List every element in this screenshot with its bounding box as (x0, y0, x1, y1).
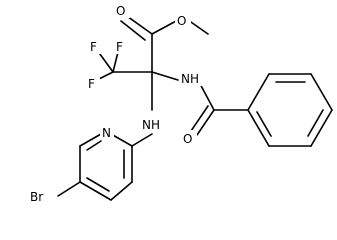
bond-ester-o-me-b (187, 19, 209, 35)
atom-o-amide: O (183, 132, 192, 146)
bond-phenyl-inner-b (307, 109, 324, 137)
atom-nh-amide: NH (181, 72, 199, 86)
bonds (57, 13, 333, 201)
bond-pyr-inner-c (86, 177, 110, 192)
bond-phenyl-1 (247, 73, 270, 111)
bond-phenyl-3 (310, 73, 333, 111)
bond-amide-carbonyl-double-b (190, 105, 209, 132)
bond-pyr-c2-n1 (110, 133, 133, 147)
bond-ester-o-me-a (151, 19, 179, 35)
bond-pyr-n1-c6 (79, 133, 102, 147)
atom-o-ester-carbonyl: O (116, 4, 125, 18)
bond-phenyl-inner-c (256, 111, 272, 137)
bond-quaternary-to-nh-amide (151, 71, 179, 81)
atom-f-top-right: F (116, 40, 123, 54)
bond-nh-amine-to-pyridine (131, 133, 153, 147)
molecule-svg: O O F F F NH O NH N Br (26, 2, 333, 204)
bond-pyr-inner-b (86, 140, 102, 151)
atom-f-top-left: F (90, 40, 97, 54)
atom-br: Br (30, 190, 43, 204)
bond-pyr-to-br (57, 181, 81, 197)
bond-phenyl-6 (247, 109, 270, 147)
bond-amide-carbonyl-double-a (196, 109, 215, 136)
bond-phenyl-4 (310, 109, 333, 147)
bond-pyr-c4-c3 (110, 181, 133, 201)
bond-ester-carbonyl-double (120, 20, 146, 41)
atom-nh-amine: NH (142, 118, 160, 132)
atom-n-pyridine: N (102, 126, 111, 140)
bond-pyr-c5-c4 (79, 181, 112, 201)
structure-diagram: O O F F F NH O NH N Br (26, 2, 333, 204)
bond-cf3-f-top-right (112, 51, 119, 73)
atom-o-ester-methoxy: O (177, 14, 186, 28)
atom-labels: O O F F F NH O NH N Br (26, 2, 203, 204)
atom-f-left: F (88, 77, 95, 91)
